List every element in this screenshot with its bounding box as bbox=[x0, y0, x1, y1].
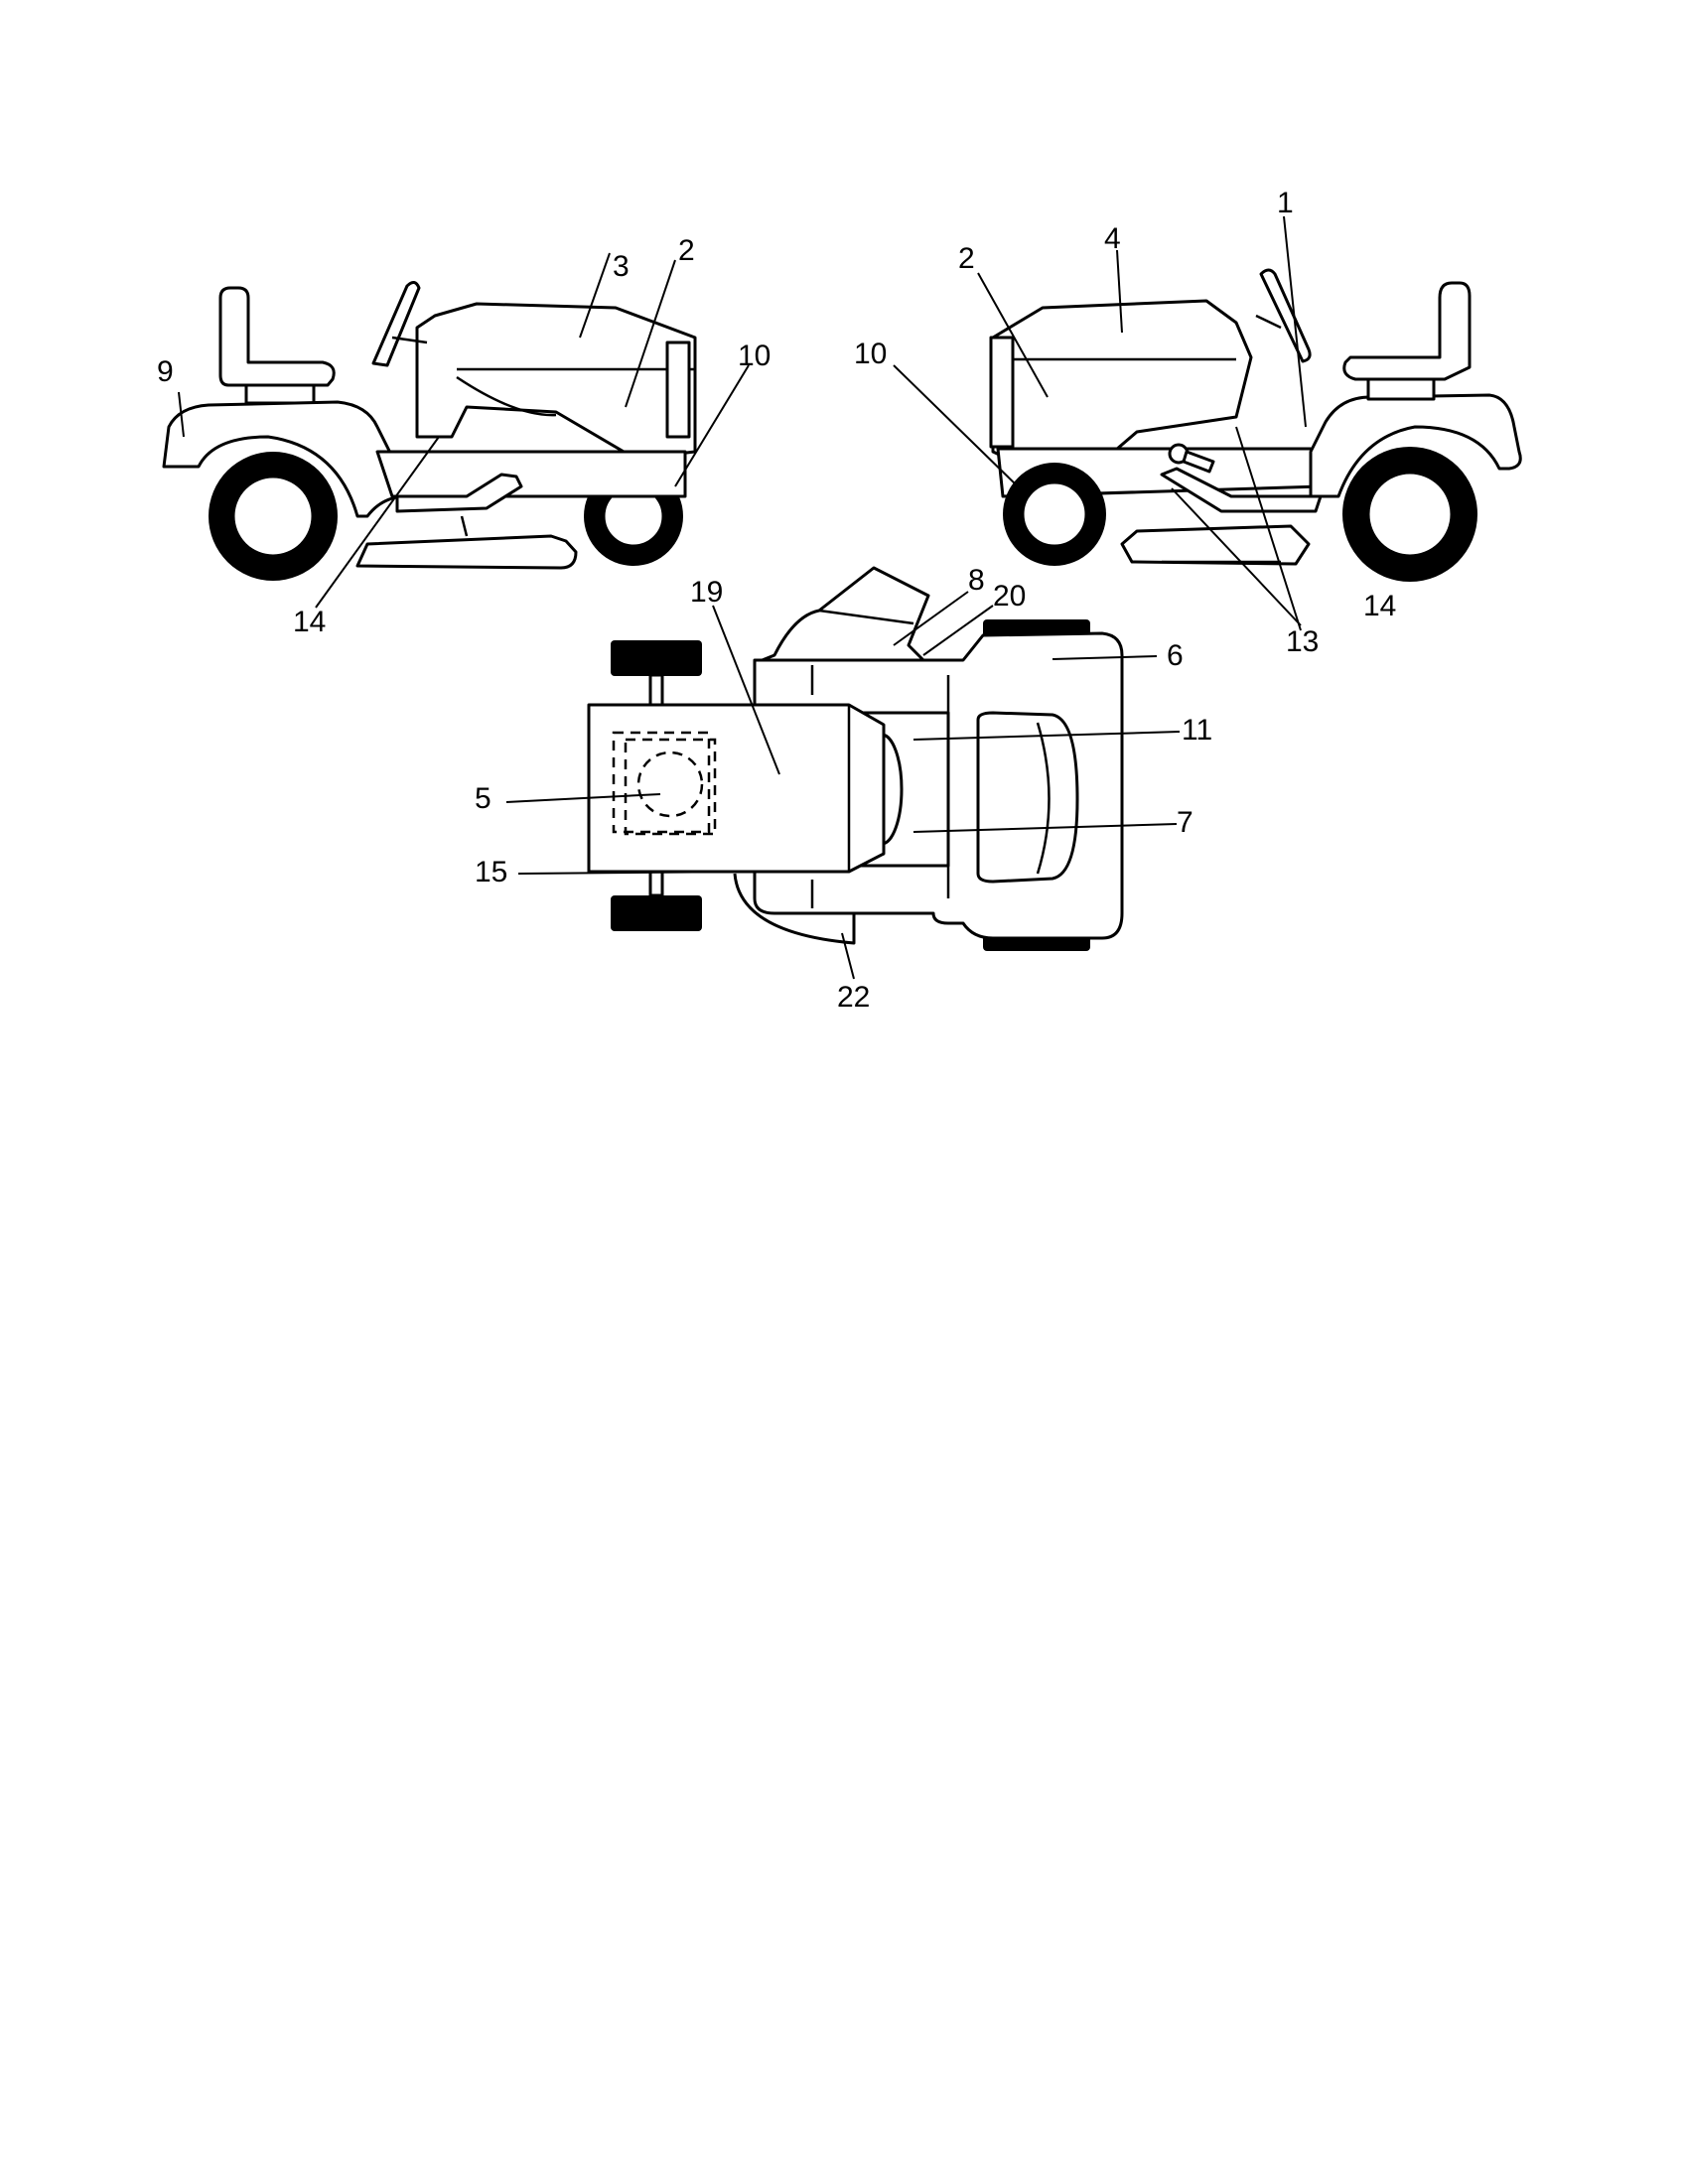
foot-pedal bbox=[1160, 467, 1323, 513]
seat bbox=[1342, 281, 1472, 381]
callout-14-left: 14 bbox=[293, 606, 326, 638]
callout-9: 9 bbox=[157, 355, 174, 388]
engine-outline-inner bbox=[624, 738, 717, 836]
callout-1: 1 bbox=[1277, 187, 1294, 219]
engine-outline-outer bbox=[612, 731, 711, 834]
callout-11: 11 bbox=[1182, 714, 1212, 747]
tractor-right-side-view bbox=[989, 268, 1522, 582]
front-tire-top bbox=[611, 640, 702, 676]
seat bbox=[218, 286, 336, 387]
seat-post bbox=[244, 383, 316, 405]
callout-13: 13 bbox=[1286, 625, 1319, 658]
callout-4: 4 bbox=[1104, 222, 1121, 255]
steering-wheel bbox=[371, 281, 421, 367]
steering-wheel bbox=[1259, 268, 1312, 363]
callout-10-left: 10 bbox=[738, 340, 771, 372]
hood-top bbox=[587, 703, 886, 874]
hood bbox=[415, 302, 697, 461]
discharge-chute bbox=[753, 566, 930, 665]
tractor-left-side-view bbox=[162, 281, 697, 581]
tractor-top-view bbox=[587, 566, 1124, 951]
leader-lines bbox=[178, 215, 1307, 980]
callout-22: 22 bbox=[837, 981, 870, 1014]
callout-19: 19 bbox=[690, 576, 723, 609]
mower-deck bbox=[1120, 524, 1311, 566]
mower-deck bbox=[355, 534, 578, 570]
callout-14-right: 14 bbox=[1363, 590, 1396, 622]
callout-5: 5 bbox=[475, 782, 491, 815]
callout-15: 15 bbox=[475, 856, 507, 888]
callout-labels: 1 2 2 3 4 5 6 7 8 9 10 10 11 13 14 14 15… bbox=[157, 187, 1396, 1014]
callout-20: 20 bbox=[993, 580, 1026, 613]
seat-top bbox=[976, 711, 1079, 884]
callout-2-right: 2 bbox=[958, 242, 975, 275]
callout-6: 6 bbox=[1167, 639, 1184, 672]
engine-flywheel bbox=[636, 751, 704, 818]
front-tire-bottom bbox=[611, 895, 702, 931]
callout-8: 8 bbox=[968, 564, 985, 597]
callout-10-right: 10 bbox=[854, 338, 887, 370]
callout-2-left: 2 bbox=[678, 234, 695, 267]
callout-3: 3 bbox=[613, 250, 630, 283]
foot-pedal bbox=[395, 473, 523, 513]
callout-7: 7 bbox=[1177, 806, 1193, 839]
